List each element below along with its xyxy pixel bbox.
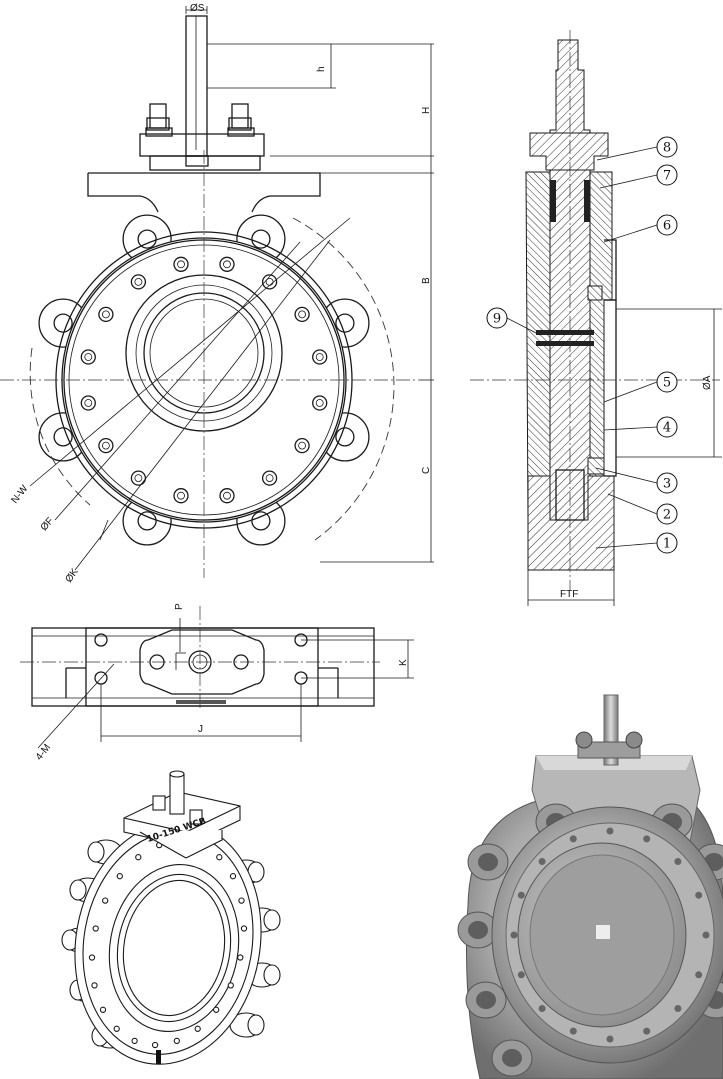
svg-text:9: 9 [493, 312, 501, 327]
flange-hole [80, 395, 96, 411]
flange-hole [312, 395, 328, 411]
stem [185, 15, 208, 157]
flange-hole [219, 256, 235, 272]
flange-hole [173, 256, 189, 272]
dim-H: H [421, 107, 432, 114]
lug-hole [251, 229, 271, 249]
flange-hole [173, 488, 189, 504]
balloon-1: 1 [656, 532, 678, 554]
flange-hole [80, 349, 96, 365]
flange-hole [312, 349, 328, 365]
flange-hole [98, 306, 114, 323]
dim-F: ØF [39, 516, 56, 534]
lug-hole [53, 427, 73, 447]
balloon-4: 4 [656, 416, 678, 438]
svg-text:1: 1 [663, 537, 671, 552]
dim-ftf: FTF [560, 589, 578, 600]
svg-text:2: 2 [663, 508, 671, 523]
dim-bolt-holes: N-W [9, 483, 30, 506]
dim-4M: 4-M [34, 742, 53, 762]
dim-K: ØK [63, 566, 80, 584]
lug-hole [335, 427, 355, 447]
dim-P: P [174, 603, 185, 610]
svg-text:7: 7 [663, 169, 671, 184]
balloon-5: 5 [656, 371, 678, 393]
bolt-circle-arc [292, 217, 395, 541]
flange-hole [294, 437, 310, 454]
flange-hole [130, 470, 147, 486]
lug-hole [137, 229, 157, 249]
lug-hole [53, 313, 73, 333]
body-top-flange [87, 172, 321, 213]
balloon-7: 7 [656, 164, 678, 186]
front-view: ØS h H B C [0, 3, 434, 585]
svg-text:3: 3 [663, 477, 671, 492]
svg-text:8: 8 [663, 141, 671, 156]
top-view: P K J 4-M [20, 603, 414, 763]
lug-hole [137, 511, 157, 531]
isometric-line-drawing: 10-150 WCB [61, 770, 281, 1065]
balloon-9: 9 [486, 307, 508, 329]
flange-hole [130, 274, 147, 290]
dim-h: h [316, 66, 327, 72]
flange-hole [261, 274, 278, 290]
top-flange-pad [139, 629, 265, 695]
lug-hole [335, 313, 355, 333]
valve-photo [457, 694, 723, 1079]
flange-hole [294, 306, 310, 323]
dim-J: J [198, 724, 203, 735]
balloon-2: 2 [656, 503, 678, 525]
dim-stem-diameter: ØS [190, 3, 205, 14]
flange-bolt-holes [80, 256, 328, 504]
svg-text:4: 4 [663, 421, 671, 436]
body-bottom-section [527, 475, 615, 571]
flange-hole [98, 437, 114, 454]
section-view: ØA FTF 8 7 6 9 5 4 3 2 1 [470, 30, 722, 606]
balloon-6: 6 [656, 214, 678, 236]
svg-text:5: 5 [663, 376, 671, 391]
lug-hole [251, 511, 271, 531]
flange-hole [261, 470, 278, 486]
top-mounting-pad [139, 133, 265, 157]
svg-text:6: 6 [663, 219, 671, 234]
dim-B: B [421, 277, 432, 284]
balloon-8: 8 [656, 136, 678, 158]
part-balloons: 8 7 6 9 5 4 3 2 1 [486, 136, 678, 554]
dim-A: ØA [702, 375, 713, 390]
balloon-3: 3 [656, 472, 678, 494]
dim-K-top: K [398, 659, 409, 666]
dim-C: C [421, 467, 432, 474]
flange-hole [219, 488, 235, 504]
